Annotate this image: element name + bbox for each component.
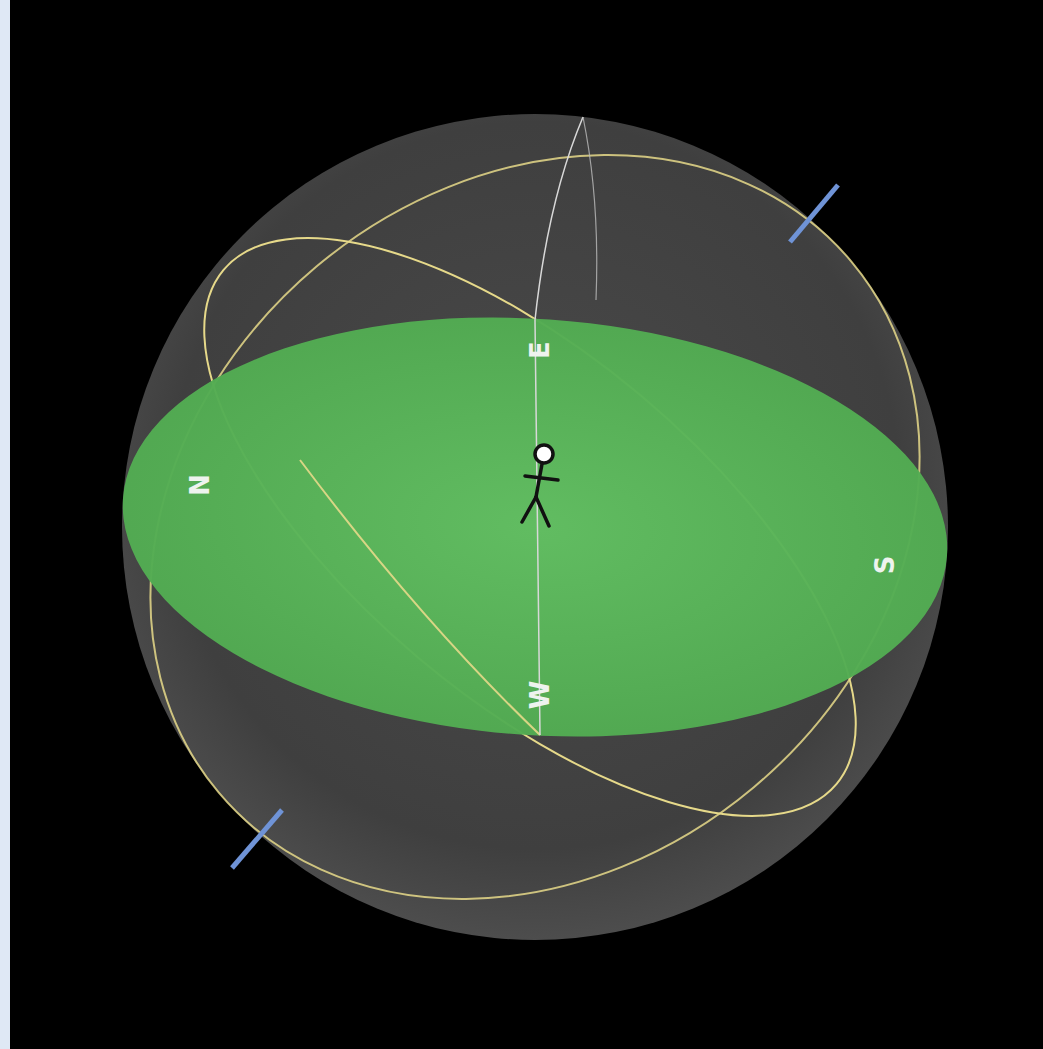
meridian-back <box>583 117 597 300</box>
compass-label: E <box>527 341 553 359</box>
equator-front <box>300 460 540 735</box>
meridian <box>535 117 583 735</box>
compass-label: N <box>185 474 211 496</box>
compass-label: S <box>872 556 898 575</box>
compass-label: W <box>527 681 553 710</box>
celestial-axis <box>232 810 282 868</box>
observer-figure <box>522 445 558 526</box>
celestial-axis <box>790 185 838 242</box>
edge-strip <box>0 0 10 1049</box>
